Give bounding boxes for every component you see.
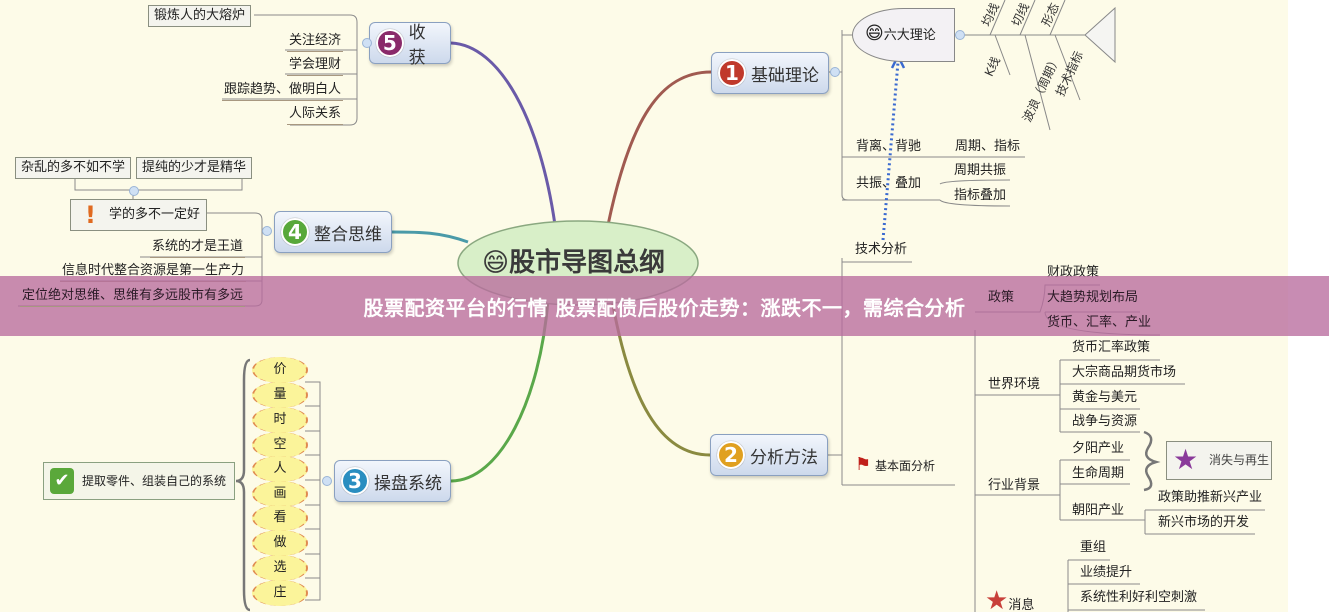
node-industry[interactable]: 行业背景 — [988, 478, 1041, 493]
collapse-toggle[interactable] — [955, 30, 965, 40]
node-item[interactable]: 定位绝对思维、思维有多远股市有多远 — [20, 288, 246, 307]
node-item[interactable]: 大宗商品期货市场 — [1072, 365, 1177, 380]
node-item[interactable]: 系统的才是王道 — [150, 239, 246, 258]
node-item[interactable]: 业绩提升 — [1080, 565, 1133, 580]
collapse-toggle[interactable] — [830, 67, 840, 77]
node-fundamental[interactable]: ⚑ 基本面分析 — [855, 454, 935, 475]
collapse-toggle[interactable] — [322, 476, 332, 486]
grin-emoji-icon: 😄 — [482, 248, 510, 278]
central-topic[interactable]: 😄股市导图总纲 — [482, 248, 666, 278]
node-item[interactable]: 跟踪趋势、做明白人 — [222, 82, 344, 101]
node-six-theories[interactable]: 😄六大理论 — [852, 8, 955, 62]
node-item[interactable]: 生命周期 — [1072, 466, 1125, 481]
number-3-icon: 3 — [341, 467, 369, 495]
node-item[interactable]: 周期、指标 — [955, 139, 1021, 154]
collapse-toggle[interactable] — [262, 226, 272, 236]
exclamation-icon: ! — [85, 201, 96, 229]
number-5-icon: 5 — [376, 29, 404, 57]
node-news[interactable]: ★消息 — [985, 588, 1034, 612]
char-node[interactable]: 画 — [252, 481, 308, 507]
char-node[interactable]: 人 — [252, 456, 308, 482]
number-1-icon: 1 — [718, 59, 746, 87]
node-rebirth[interactable]: ★消失与再生 — [1166, 441, 1272, 480]
page-title: 股票配资平台的行情 股票配债后股价走势：涨跌不一，需综合分析 — [363, 295, 966, 320]
char-node[interactable]: 空 — [252, 432, 308, 458]
grin-emoji-icon: 😄 — [865, 23, 884, 44]
node-item[interactable]: 货币汇率政策 — [1072, 340, 1151, 355]
node-learn-more[interactable]: !学的多不一定好 — [70, 199, 207, 231]
char-node[interactable]: 选 — [252, 555, 308, 581]
node-policy[interactable]: 政策 — [988, 290, 1015, 305]
node-item[interactable]: 政策助推新兴产业 — [1158, 490, 1263, 505]
node-item[interactable]: 黄金与美元 — [1072, 390, 1138, 405]
node-item[interactable]: 重组 — [1080, 540, 1107, 555]
char-node[interactable]: 时 — [252, 407, 308, 433]
checkbox-icon: ✔ — [50, 468, 74, 494]
node-item[interactable]: 战争与资源 — [1072, 414, 1138, 429]
node-divergence[interactable]: 背离、背驰 — [856, 139, 922, 154]
collapse-toggle[interactable] — [362, 38, 372, 48]
node-item[interactable]: 杂乱的多不如不学 — [15, 157, 132, 179]
node-item[interactable]: 系统性利好利空刺激 — [1080, 590, 1198, 605]
node-item[interactable]: 周期共振 — [954, 163, 1007, 178]
number-4-icon: 4 — [281, 218, 309, 246]
node-item[interactable]: 大趋势规划布局 — [1047, 290, 1139, 305]
node-furnace[interactable]: 锻炼人的大熔炉 — [148, 5, 252, 27]
node-item[interactable]: 提纯的少才是精华 — [136, 157, 253, 179]
star-icon: ★ — [1173, 443, 1199, 476]
node-item[interactable]: 新兴市场的开发 — [1158, 515, 1250, 530]
node-item[interactable]: 夕阳产业 — [1072, 441, 1125, 456]
char-node[interactable]: 做 — [252, 530, 308, 556]
char-node[interactable]: 量 — [252, 382, 308, 408]
star-icon: ★ — [985, 586, 1009, 612]
collapse-toggle[interactable] — [129, 186, 139, 196]
node-assemble-system[interactable]: ✔提取零件、组装自己的系统 — [43, 462, 235, 500]
node-world[interactable]: 世界环境 — [988, 377, 1041, 392]
char-node[interactable]: 看 — [252, 505, 308, 531]
char-node[interactable]: 庄 — [252, 580, 308, 606]
node-item[interactable]: 学会理财 — [287, 57, 344, 76]
node-item[interactable]: 人际关系 — [287, 106, 344, 125]
number-2-icon: 2 — [717, 441, 745, 469]
node-item[interactable]: 关注经济 — [287, 33, 344, 52]
flag-icon: ⚑ — [855, 454, 872, 475]
node-resonance[interactable]: 共振、叠加 — [856, 176, 922, 191]
node-technical-analysis[interactable]: 技术分析 — [855, 242, 908, 257]
node-sunrise[interactable]: 朝阳产业 — [1072, 503, 1125, 518]
node-item[interactable]: 货币、汇率、产业 — [1047, 315, 1152, 330]
char-node[interactable]: 价 — [252, 357, 308, 383]
node-item[interactable]: 指标叠加 — [954, 188, 1007, 203]
